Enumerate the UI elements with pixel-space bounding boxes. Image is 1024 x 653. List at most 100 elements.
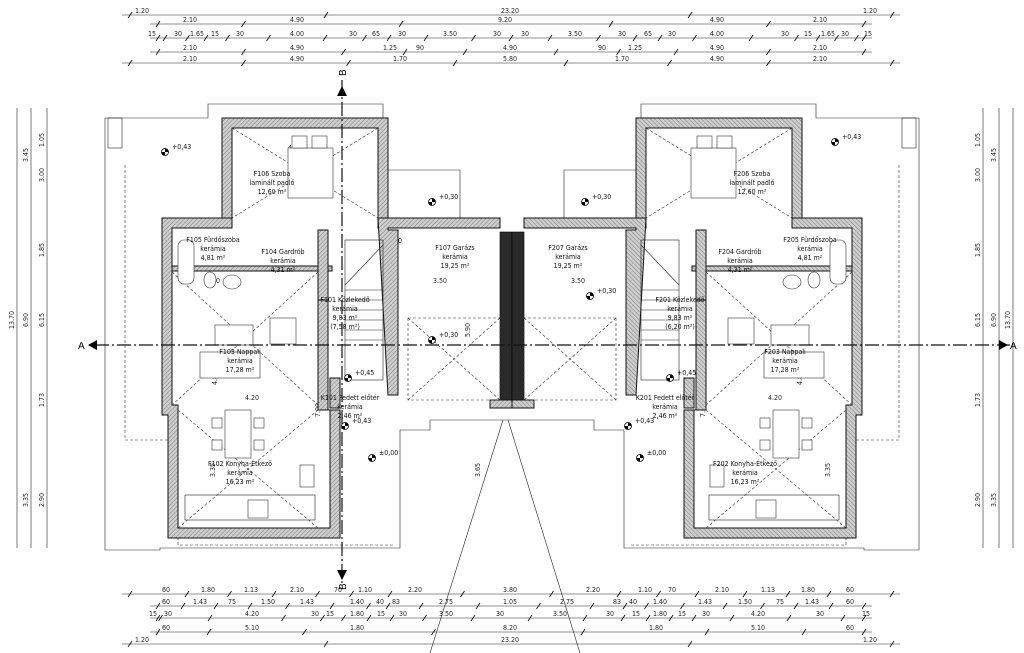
dimension-tick <box>315 590 320 598</box>
bed <box>287 147 334 199</box>
room-extra: (7,58 m²) <box>330 323 360 331</box>
room-floor: laminált padló <box>249 179 294 187</box>
dimension-tick <box>185 34 190 42</box>
room-area: 2,46 m² <box>653 412 678 420</box>
dimension-value-right: 6.90 <box>990 313 998 327</box>
dimension-value-top: 30 <box>236 30 244 38</box>
dimension-value-bottom: 1.80 <box>350 624 364 632</box>
dimension-value-top: 1.70 <box>615 55 629 63</box>
dimension-tick <box>206 628 212 636</box>
dimension-tick <box>225 34 230 42</box>
elevation-value: +0,45 <box>677 369 696 377</box>
dimension-value-top: 30 <box>841 30 849 38</box>
dimension-value-bottom: 4.20 <box>245 610 259 618</box>
room-floor: kerámia <box>732 469 758 477</box>
dimension-tick <box>616 590 622 598</box>
dimension-value-bottom: 30 <box>311 610 319 618</box>
dimension-value-top: 1.20 <box>863 7 877 15</box>
dimension-value-right: 1.85 <box>974 243 982 257</box>
dimension-tick <box>785 590 791 598</box>
elevation-value: +0,30 <box>439 331 458 339</box>
room-name: F106 Szoba <box>254 170 291 178</box>
room-floor: kerámia <box>797 245 823 253</box>
dimension-value-bottom: 3.80 <box>503 586 517 594</box>
section-label-a-left: A <box>78 341 85 352</box>
elevation-markers: +0,43+0,43+0,30+0,30+0,30+0,30+0,45+0,45… <box>161 133 861 462</box>
room-name: K101 Fedett előtér <box>321 393 380 402</box>
dimension-tick <box>657 34 663 42</box>
dimension-tick <box>162 34 168 42</box>
dimension-value-top: 2.10 <box>813 55 827 63</box>
elevation-marker: +0,30 <box>428 331 458 344</box>
dimension-value-top: 1.25 <box>383 44 397 52</box>
partition-wall <box>171 265 333 272</box>
dimension-value-bottom: 40 <box>376 598 384 606</box>
dimension-tick <box>323 11 329 19</box>
elevation-marker: +0,43 <box>624 417 654 430</box>
dimension-tick <box>462 48 468 56</box>
dimension-value-left: 1.85 <box>38 243 46 257</box>
dimension-tick <box>341 614 346 622</box>
dimension-tick <box>608 20 614 28</box>
dimension-tick <box>766 20 771 28</box>
room-name: F203 Nappali <box>764 348 806 356</box>
dimension-value-bottom: 2.10 <box>290 586 304 594</box>
dimension-tick <box>341 48 346 56</box>
dimension-value-bottom: 1.50 <box>738 598 752 606</box>
dimension-tick <box>861 48 867 56</box>
room-name: F201 Közlekedő <box>655 295 704 304</box>
dimension-tick <box>207 614 213 622</box>
dimension-tick <box>155 48 161 56</box>
driveway-line <box>507 419 581 653</box>
dimension-value-bottom: 60 <box>846 586 854 594</box>
room-area: 4,81 m² <box>798 254 823 262</box>
dimension-tick <box>266 34 271 42</box>
dimension-value-top: 3.50 <box>568 30 582 38</box>
dimension-tick <box>158 614 163 622</box>
dimension-value-left: 6.15 <box>38 313 46 327</box>
dimension-value-top: 1.70 <box>393 55 407 63</box>
elevation-value: +0,45 <box>355 369 374 377</box>
dimension-value-top: 5.80 <box>503 55 517 63</box>
dimension-tick <box>180 602 186 610</box>
dimension-value-bottom: 15 <box>862 610 870 618</box>
room-floor: kerámia <box>227 469 253 477</box>
room-area: 4,31 m² <box>728 266 753 274</box>
dimension-value-top: 15 <box>864 30 872 38</box>
dimension-value-bottom: 30 <box>399 610 407 618</box>
dimension-tick <box>349 590 354 598</box>
room-name: F101 Közlekedő <box>320 295 369 304</box>
room-floor: laminált padló <box>729 179 774 187</box>
dimension-value-top: 4.00 <box>290 30 304 38</box>
elevation-marker: +0,30 <box>428 193 458 206</box>
dimension-tick <box>729 614 735 622</box>
dimension-value-right: 13.70 <box>1004 311 1012 329</box>
dimension-value-bottom: 15 <box>149 610 157 618</box>
dimension-tick <box>828 602 834 610</box>
room-floor: kerámia <box>337 403 363 411</box>
room-area: 19,25 m² <box>554 262 583 270</box>
room-area: 17,28 m² <box>771 366 800 374</box>
dimension-value-top: 4.90 <box>290 16 304 24</box>
room-name: F103 Nappali <box>219 348 261 356</box>
dimension-tick <box>475 602 481 610</box>
dimension-value-bottom: 1.43 <box>193 598 207 606</box>
dimension-value-bottom: 1.20 <box>135 636 149 644</box>
dimension-value-top: 90 <box>416 44 424 52</box>
dimension-value-left: 1.73 <box>38 393 46 407</box>
dimension-value-right: 1.05 <box>974 133 982 147</box>
dimension-value-bottom: 3.50 <box>439 610 453 618</box>
bathtub <box>177 239 195 285</box>
elevation-value: +0,43 <box>172 143 191 151</box>
section-arrow-a-left <box>88 340 97 350</box>
dimension-value-bottom: 15 <box>326 610 334 618</box>
elevation-value: +0,30 <box>439 193 458 201</box>
dimension-value-bottom: 30 <box>606 610 614 618</box>
elevation-value: +0,43 <box>352 417 371 425</box>
party-wall <box>499 231 513 403</box>
